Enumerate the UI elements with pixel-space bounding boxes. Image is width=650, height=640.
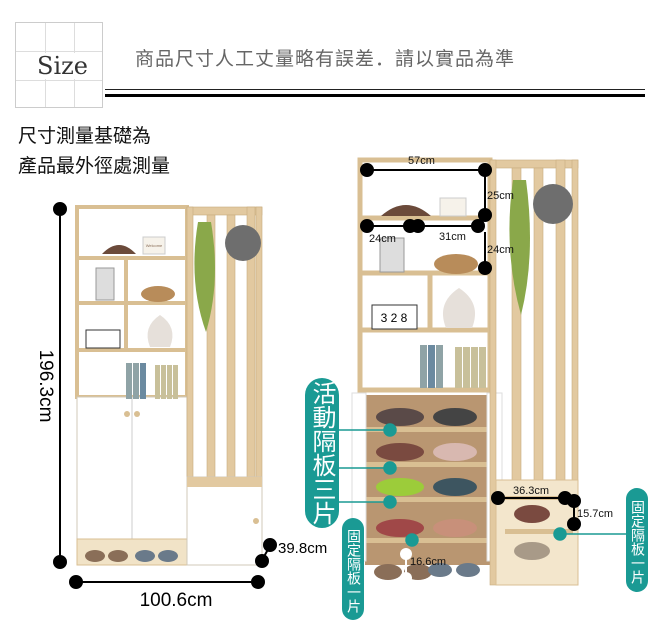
dim-left-cell-width: 24cm <box>369 233 396 245</box>
callout-leaders <box>338 423 626 547</box>
dim-top-height: 25cm <box>487 190 514 202</box>
right-cabinet: 3 2 8 <box>351 157 579 586</box>
callout-fixed-shelf-bench: 固定隔板一片 <box>626 488 648 592</box>
left-cabinet: Welcome <box>75 205 263 566</box>
size-label: Size <box>35 52 90 80</box>
size-disclaimer: 商品尺寸人工丈量略有誤差．請以實品為準 <box>135 48 516 70</box>
depth-dimension: 39.8cm <box>278 540 327 557</box>
divider-thin <box>105 89 645 90</box>
right-dimension-lines <box>360 163 581 584</box>
callout-fixed-shelf-cabinet: 固定隔板一片 <box>342 518 364 620</box>
dim-bottom-gap: 16.6cm <box>410 556 446 568</box>
divider-thick <box>105 94 645 97</box>
size-badge: Size <box>15 22 103 108</box>
dim-top-width: 57cm <box>408 155 435 167</box>
width-dimension: 100.6cm <box>140 590 213 611</box>
left-dimension-lines <box>53 202 277 589</box>
basis-line-2: 產品最外徑處測量 <box>18 155 171 177</box>
dim-mid-cell-width: 31cm <box>439 231 466 243</box>
basis-line-1: 尺寸測量基礎為 <box>18 125 152 147</box>
dim-bench-width: 36.3cm <box>513 485 549 497</box>
height-dimension: 196.3cm <box>35 350 56 423</box>
clock-digits: 3 2 8 <box>381 311 408 325</box>
dim-right-cell-height: 24cm <box>487 244 514 256</box>
callout-movable-shelves: 活動隔板三片 <box>305 378 339 528</box>
sign-text: Welcome <box>146 243 163 248</box>
dim-bench-shelf-height: 15.7cm <box>577 508 613 520</box>
